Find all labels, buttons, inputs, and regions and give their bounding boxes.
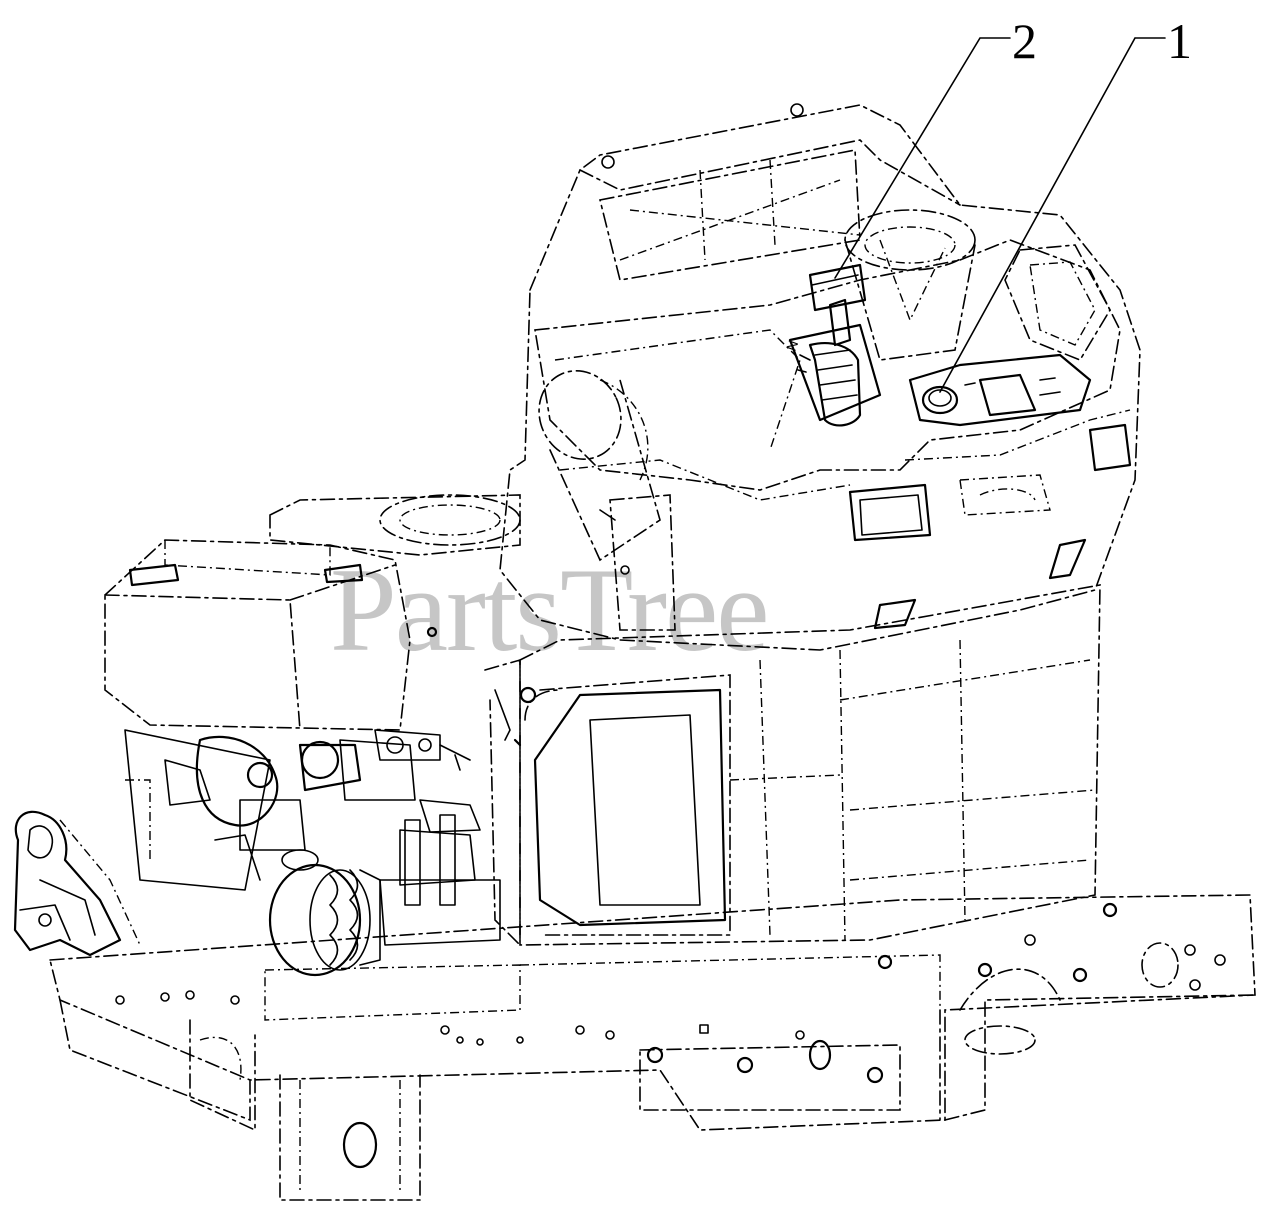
callout-2: 2 — [834, 13, 1037, 279]
chassis-frame — [48, 894, 1256, 1201]
engine — [104, 494, 521, 977]
svg-text:N: N — [783, 338, 801, 353]
lever-knob — [808, 263, 867, 312]
frame-holes — [115, 934, 1226, 1046]
body-tank — [484, 584, 1101, 947]
frame-nuts — [646, 902, 1118, 1084]
ignition-knob — [921, 385, 959, 415]
callout-1: 1 — [939, 13, 1192, 393]
watermark-text: PartsTree — [330, 543, 768, 676]
dash-console: N — [499, 103, 1141, 651]
callout-label-1: 1 — [1167, 13, 1192, 69]
callout-label-2: 2 — [1012, 13, 1037, 69]
front-bracket — [13, 810, 141, 957]
